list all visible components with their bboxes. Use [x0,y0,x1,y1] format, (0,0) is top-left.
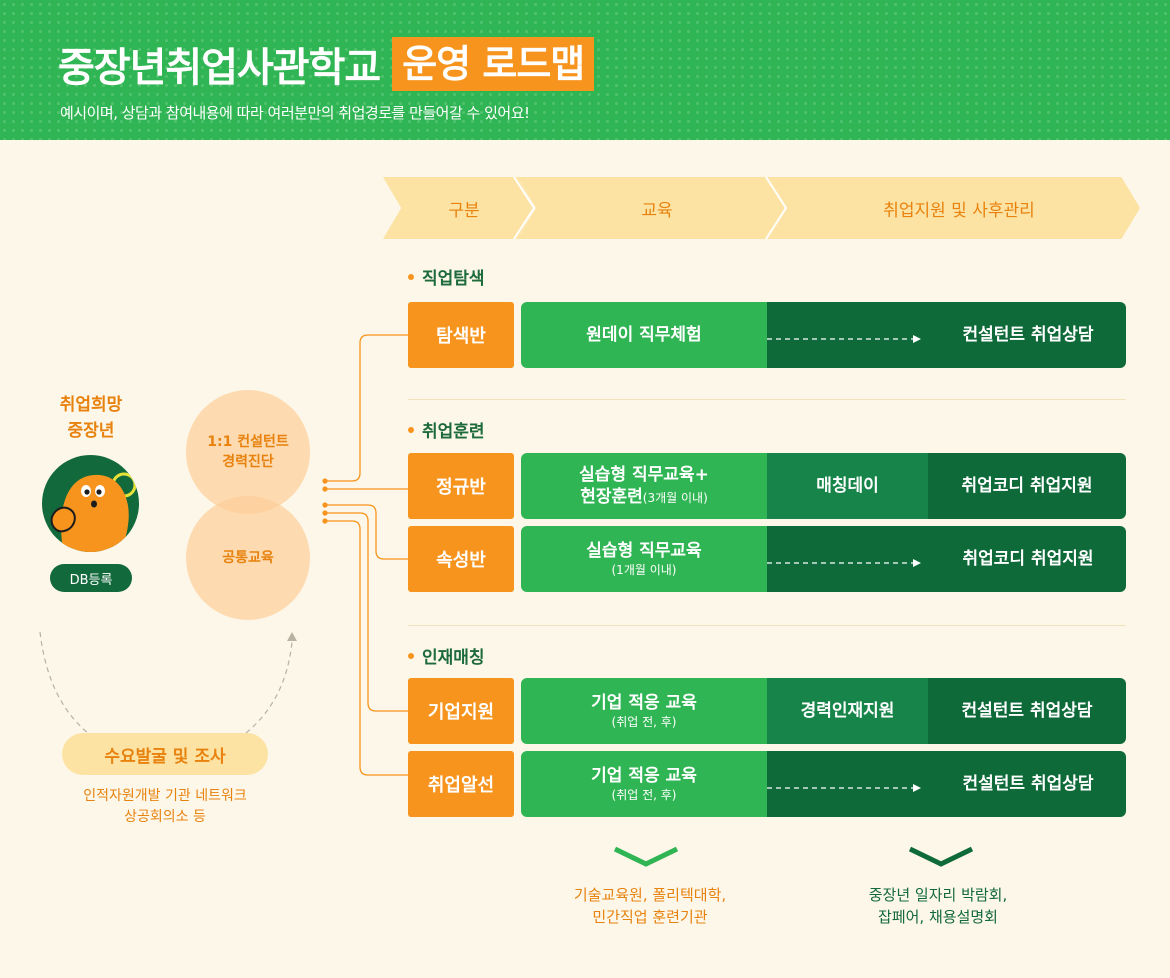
column-header-education: 교육 [517,177,787,239]
support-cell: 컨설턴트 취업상담 [928,678,1126,744]
divider [408,399,1126,400]
demand-research-note: 인적자원개발 기관 네트워크 상공회의소 등 [83,788,247,825]
consult-diagnosis-circle: 1:1 컨설턴트 경력진단 [186,390,310,514]
column-label-education: 교육 [641,200,673,221]
edu-cell: 실습형 직무교육+ 현장훈련(3개월 이내) [521,453,767,519]
section-title-training: 취업훈련 [408,417,485,442]
mascot-icon [42,455,139,552]
section-title-text: 취업훈련 [422,422,485,442]
edu-line2-text: 현장훈련 [580,486,643,507]
edu-text-line2: 현장훈련(3개월 이내) [580,486,708,509]
edu-subtext: (취업 전, 후) [611,715,677,729]
support-text: 컨설턴트 취업상담 [962,325,1094,345]
edu-subtext: (취업 전, 후) [611,788,677,802]
job-fair-note: 중장년 일자리 박람회, 잡페어, 채용설명회 [868,886,1008,926]
db-register-badge: DB등록 [50,564,132,592]
column-header-support: 취업지원 및 사후관리 [768,177,1140,239]
edu-cell: 기업 적응 교육 (취업 전, 후) [521,751,767,817]
row-bar-fast: 실습형 직무교육 (1개월 이내) 취업코디 취업지원 [521,526,1126,592]
edu-text: 기업 적응 교육 [591,766,697,786]
common-education-circle: 공통교육 [186,496,310,620]
dashed-arrow-icon [767,784,921,792]
edu-line2-note: (3개월 이내) [642,490,708,505]
bullet-dot-icon [408,426,414,433]
section-title-text: 인재매칭 [422,648,485,668]
support-cell: 취업코디 취업지원 [928,453,1126,519]
edu-text: 실습형 직무교육+ [579,464,709,485]
edu-text: 실습형 직무교육 [586,541,702,561]
chevron-down-icon [908,846,974,867]
dashed-arrow-icon [767,335,921,343]
bullet-dot-icon [408,273,414,280]
support-text: 취업코디 취업지원 [961,476,1093,496]
mid-cell: 매칭데이 [767,453,928,519]
support-text: 취업코디 취업지원 [962,549,1094,569]
header-banner: 중장년취업사관학교 운영 로드맵 예시이며, 상담과 참여내용에 따라 여러분만… [0,0,1170,140]
row-label-exploration: 탐색반 [408,302,514,368]
edu-cell: 기업 적응 교육 (취업 전, 후) [521,678,767,744]
section-title-exploration: 직업탐색 [408,264,485,289]
edu-cell: 원데이 직무체험 [521,302,767,368]
page-subtitle: 예시이며, 상담과 참여내용에 따라 여러분만의 취업경로를 만들어갈 수 있어… [60,104,530,122]
education-partners-note: 기술교육원, 폴리텍대학, 민간직업 훈련기관 [573,886,727,926]
row-label-company: 기업지원 [408,678,514,744]
target-group-text: 취업희망 중장년 [59,395,123,441]
row-bar-company: 기업 적응 교육 (취업 전, 후) 경력인재지원 컨설턴트 취업상담 [521,678,1126,744]
row-bar-exploration: 원데이 직무체험 컨설턴트 취업상담 [521,302,1126,368]
edu-subtext: (1개월 이내) [611,563,677,577]
chevron-down-icon [613,846,679,867]
mid-text: 경력인재지원 [800,701,895,721]
consult-circle-text: 1:1 컨설턴트 경력진단 [207,434,289,470]
edu-cell: 실습형 직무교육 (1개월 이내) [521,526,767,592]
row-label-fast: 속성반 [408,526,514,592]
page-title: 중장년취업사관학교 [58,45,381,91]
column-header-category: 구분 [383,177,535,239]
divider [408,625,1126,626]
section-title-matching: 인재매칭 [408,643,485,668]
support-text: 컨설턴트 취업상담 [961,701,1093,721]
dashed-arrow-icon [767,559,921,567]
page-title-highlight: 운영 로드맵 [392,37,595,91]
support-text: 컨설턴트 취업상담 [962,774,1094,794]
column-label-category: 구분 [448,200,480,221]
row-bar-regular: 실습형 직무교육+ 현장훈련(3개월 이내) 매칭데이 취업코디 취업지원 [521,453,1126,519]
target-group-label: 취업희망 중장년 [36,392,146,444]
column-label-support: 취업지원 및 사후관리 [883,200,1035,221]
demand-research-pill: 수요발굴 및 조사 [62,733,268,775]
mid-cell: 경력인재지원 [767,678,928,744]
bullet-dot-icon [408,652,414,659]
common-circle-text: 공통교육 [222,550,274,566]
support-cell: 취업코디 취업지원 [767,526,1126,592]
title-wrap: 중장년취업사관학교 운영 로드맵 [58,34,595,94]
section-title-text: 직업탐색 [422,269,485,289]
row-label-regular: 정규반 [408,453,514,519]
edu-text: 원데이 직무체험 [586,325,702,345]
row-bar-placement: 기업 적응 교육 (취업 전, 후) 컨설턴트 취업상담 [521,751,1126,817]
support-cell: 컨설턴트 취업상담 [767,751,1126,817]
support-cell: 컨설턴트 취업상담 [767,302,1126,368]
edu-text: 기업 적응 교육 [591,693,697,713]
row-label-placement: 취업알선 [408,751,514,817]
mid-text: 매칭데이 [816,476,879,496]
